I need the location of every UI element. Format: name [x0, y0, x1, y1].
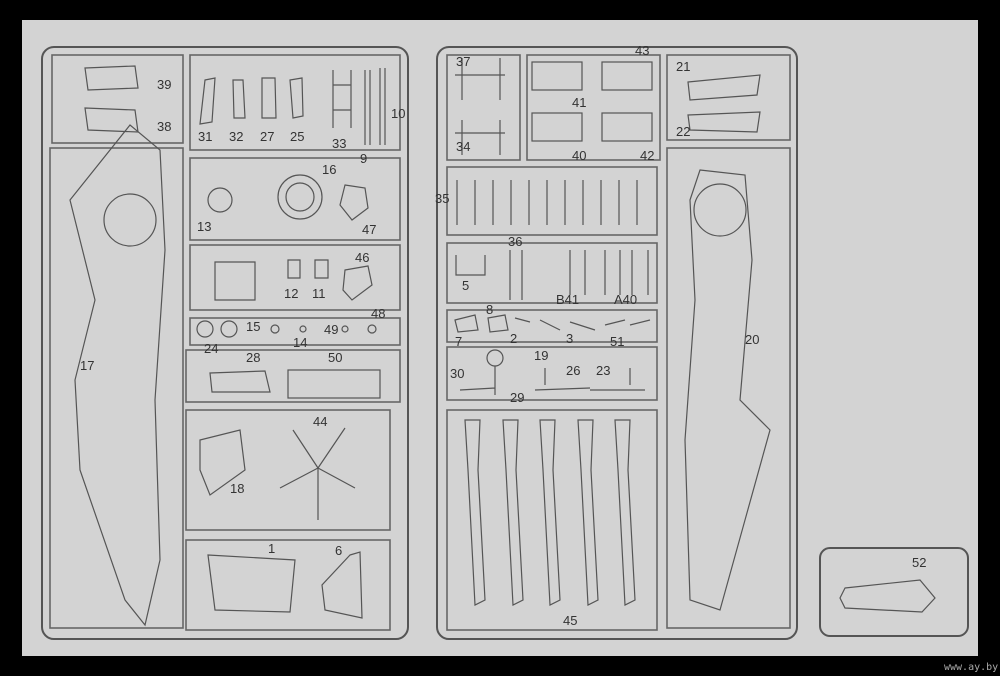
- part-numbers: 39 38 31 32 27 25 33 10 9 16 13 47 46 12…: [80, 43, 926, 628]
- part-label: 52: [912, 555, 926, 570]
- part-label: 27: [260, 129, 274, 144]
- part-label: 11: [312, 286, 326, 301]
- part-label: 45: [563, 613, 577, 628]
- part-label: 2: [510, 331, 517, 346]
- part-label: 25: [290, 129, 304, 144]
- part-label: 10: [391, 106, 405, 121]
- part-label: 35: [435, 191, 449, 206]
- part-label: 20: [745, 332, 759, 347]
- part-label: 5: [462, 278, 469, 293]
- part-label: 38: [157, 119, 171, 134]
- part-label: 16: [322, 162, 336, 177]
- part-label: 34: [456, 139, 470, 154]
- part-label: 15: [246, 319, 260, 334]
- part-label: 37: [456, 54, 470, 69]
- part-label: 48: [371, 306, 385, 321]
- part-label: 36: [508, 234, 522, 249]
- part-label: 31: [198, 129, 212, 144]
- part-label: 18: [230, 481, 244, 496]
- part-label: 39: [157, 77, 171, 92]
- part-label: 30: [450, 366, 464, 381]
- part-label: 26: [566, 363, 580, 378]
- part-label: 49: [324, 322, 338, 337]
- parts-drawings: [69, 58, 936, 627]
- part-label: 33: [332, 136, 346, 151]
- part-label: 44: [313, 414, 327, 429]
- part-label: 7: [455, 334, 462, 349]
- watermark: www.ay.by: [944, 662, 998, 673]
- part-label: 21: [676, 59, 690, 74]
- part-label: 13: [197, 219, 211, 234]
- part-label: 47: [362, 222, 376, 237]
- left-sprue-frame: [41, 46, 409, 640]
- part-label: 42: [640, 148, 654, 163]
- part-label: 51: [610, 334, 624, 349]
- part-label: 29: [510, 390, 524, 405]
- right-sprue-frame: [436, 46, 798, 640]
- part-label: 24: [204, 341, 218, 356]
- part-label: 12: [284, 286, 298, 301]
- part-label: 23: [596, 363, 610, 378]
- part-label: 43: [635, 43, 649, 58]
- part-label: 8: [486, 302, 493, 317]
- part-label: 32: [229, 129, 243, 144]
- part-label: 50: [328, 350, 342, 365]
- part-label: B41: [556, 292, 579, 307]
- part-label: 46: [355, 250, 369, 265]
- part-label: 28: [246, 350, 260, 365]
- part-label: 40: [572, 148, 586, 163]
- part-label: 14: [293, 335, 307, 350]
- part-label: 6: [335, 543, 342, 558]
- part-label: A40: [614, 292, 637, 307]
- part-label: 41: [572, 95, 586, 110]
- sprue-frame-52: [819, 547, 969, 637]
- part-label: 3: [566, 331, 573, 346]
- part-label: 1: [268, 541, 275, 556]
- part-label: 19: [534, 348, 548, 363]
- part-label: 9: [360, 151, 367, 166]
- part-label: 22: [676, 124, 690, 139]
- paper: [22, 20, 978, 656]
- part-label: 17: [80, 358, 94, 373]
